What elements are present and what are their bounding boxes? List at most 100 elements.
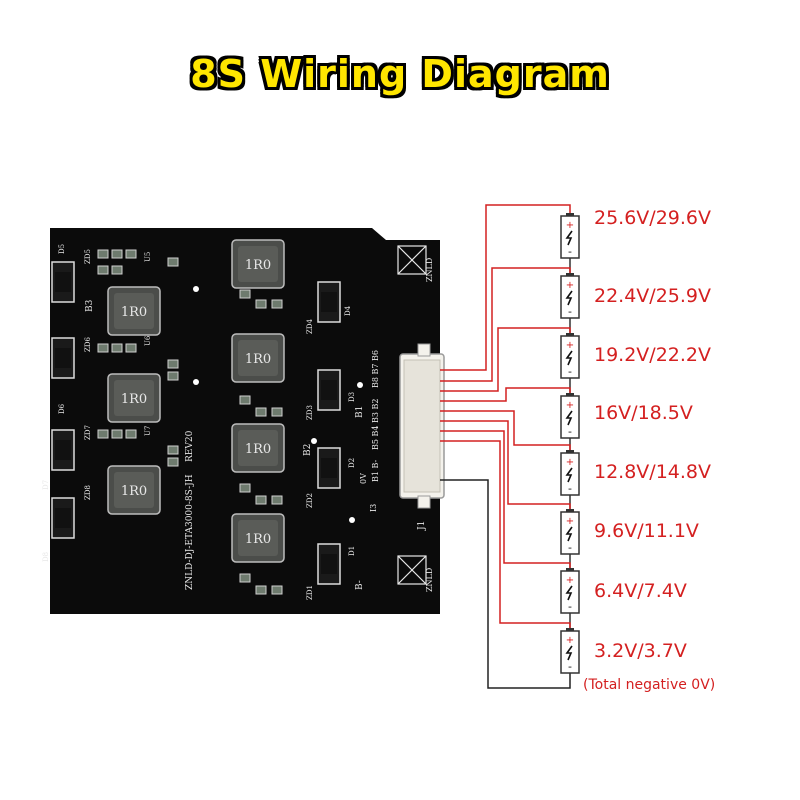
voltage-label: 6.4V/7.4V [594, 580, 687, 602]
minus-sign: - [568, 425, 572, 438]
svg-text:U6: U6 [144, 335, 152, 346]
inductor: 1R0 [231, 423, 285, 473]
svg-text:D3: D3 [348, 392, 356, 402]
svg-text:B1: B1 [355, 406, 365, 418]
battery-cell: +- [560, 333, 580, 379]
svg-text:REV20: REV20 [185, 430, 195, 462]
battery-cell: +- [560, 450, 580, 496]
svg-text:B1 B-: B1 B- [371, 459, 380, 482]
svg-text:ZD5: ZD5 [84, 249, 92, 264]
svg-text:D2: D2 [348, 458, 356, 468]
bolt-icon [565, 350, 573, 366]
svg-text:D4: D4 [344, 305, 352, 316]
svg-text:ZNLD-DJ-ETA3000-8S-JH: ZNLD-DJ-ETA3000-8S-JH [185, 474, 195, 590]
svg-text:ZD2: ZD2 [306, 493, 314, 508]
wire-positive [440, 267, 571, 382]
wire-positive [440, 387, 571, 402]
plus-sign: + [566, 280, 574, 291]
svg-text:1R0: 1R0 [245, 442, 271, 457]
minus-sign: - [568, 600, 572, 613]
svg-text:1R0: 1R0 [245, 258, 271, 273]
inductor: 1R0 [231, 239, 285, 289]
smd-components [97, 249, 283, 595]
svg-text:J1: J1 [417, 521, 427, 531]
svg-text:I3: I3 [369, 504, 378, 512]
plus-sign: + [566, 400, 574, 411]
minus-sign: - [568, 365, 572, 378]
svg-text:ZNLD: ZNLD [425, 568, 434, 592]
voltage-label: 3.2V/3.7V [594, 640, 687, 662]
svg-text:1R0: 1R0 [121, 484, 147, 499]
bolt-icon [565, 645, 573, 661]
svg-text:D1: D1 [348, 546, 356, 556]
wire-positive [440, 410, 571, 450]
minus-sign: - [568, 482, 572, 495]
voltage-label: 22.4V/25.9V [594, 285, 712, 307]
inductor: 1R0 [107, 373, 161, 423]
svg-text:ZD7: ZD7 [84, 425, 92, 440]
svg-text:1R0: 1R0 [121, 305, 147, 320]
voltage-label: 19.2V/22.2V [594, 344, 712, 366]
minus-sign: - [568, 245, 572, 258]
bolt-icon [565, 585, 573, 601]
svg-text:D5: D5 [58, 244, 66, 254]
svg-text:ZNLD: ZNLD [425, 258, 434, 282]
wires [440, 204, 571, 689]
svg-text:D6: D6 [58, 403, 66, 414]
voltage-label: 12.8V/14.8V [594, 461, 712, 483]
inductor: 1R0 [107, 465, 161, 515]
wire-negative [440, 479, 571, 689]
battery-stack: +-+-+-+-+-+-+-+- [560, 213, 580, 674]
svg-text:1R0: 1R0 [245, 532, 271, 547]
svg-text:B8 B7 B6: B8 B7 B6 [371, 350, 380, 388]
battery-cell: +- [560, 628, 580, 674]
battery-cell: +- [560, 568, 580, 614]
bolt-icon [565, 290, 573, 306]
battery-cell: +- [560, 273, 580, 319]
svg-text:1R0: 1R0 [245, 352, 271, 367]
voltage-label: 25.6V/29.6V [594, 207, 712, 229]
svg-text:ZD3: ZD3 [306, 405, 314, 420]
plus-sign: + [566, 457, 574, 468]
svg-text:U7: U7 [144, 426, 152, 436]
svg-text:ZD1: ZD1 [306, 585, 314, 600]
bolt-icon [565, 230, 573, 246]
svg-text:B5 B4 B3 B2: B5 B4 B3 B2 [371, 398, 380, 450]
diodes-right [317, 281, 341, 585]
svg-text:ZD6: ZD6 [84, 337, 92, 352]
plus-sign: + [566, 340, 574, 351]
plus-sign: + [566, 220, 574, 231]
wire-positive [440, 327, 571, 392]
bolt-icon [565, 410, 573, 426]
svg-text:B-: B- [355, 580, 365, 590]
inductor: 1R0 [107, 286, 161, 336]
svg-text:0V: 0V [359, 473, 368, 484]
battery-cell: +- [560, 509, 580, 555]
silkscreen-text: ZNLD-DJ-ETA3000-8S-JH REV20 ZNLD ZNLD B8… [42, 244, 434, 600]
svg-text:U5: U5 [144, 252, 152, 262]
diagram-title: 8S Wiring Diagram [190, 52, 610, 96]
mounting-holes [193, 286, 363, 523]
diodes-left [51, 261, 75, 539]
svg-text:D7: D7 [42, 480, 50, 490]
wire-positive [440, 204, 571, 371]
inductors: 1R0 1R0 1R0 1R0 1R0 1R0 [107, 239, 285, 563]
connector-j1 [399, 343, 445, 509]
svg-text:D8: D8 [42, 552, 50, 562]
voltage-label: 9.6V/11.1V [594, 520, 699, 542]
svg-text:ZD4: ZD4 [306, 319, 314, 334]
svg-text:B2: B2 [303, 444, 313, 456]
svg-text:B3: B3 [85, 299, 95, 312]
svg-text:ZD8: ZD8 [84, 485, 92, 500]
battery-cell: +- [560, 213, 580, 259]
bolt-icon [565, 526, 573, 542]
inductor: 1R0 [231, 333, 285, 383]
plus-sign: + [566, 516, 574, 527]
battery-cell: +- [560, 393, 580, 439]
minus-sign: - [568, 660, 572, 673]
minus-sign: - [568, 305, 572, 318]
plus-sign: + [566, 575, 574, 586]
voltage-label: 16V/18.5V [594, 402, 693, 424]
inductor: 1R0 [231, 513, 285, 563]
